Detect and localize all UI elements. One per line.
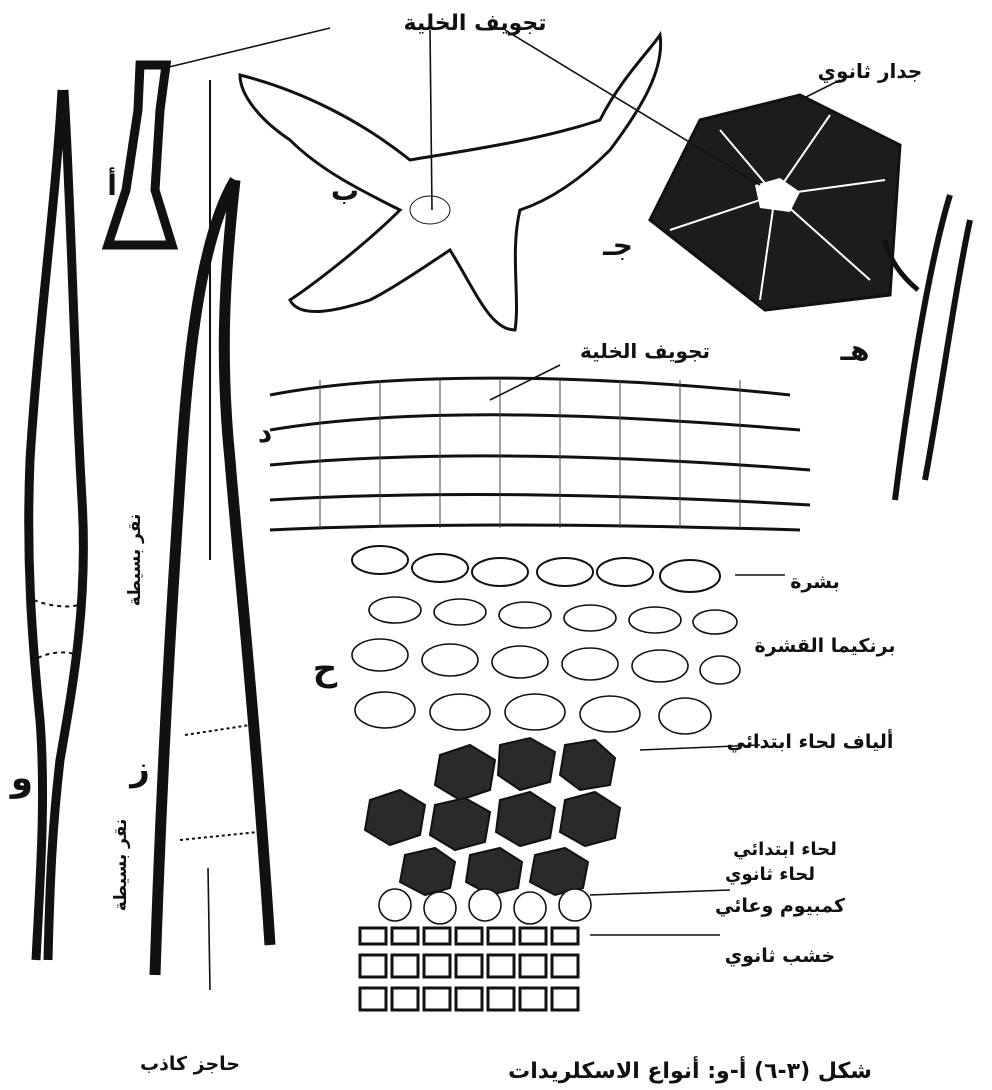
letter-z: ز <box>128 749 150 789</box>
letter-w: و <box>9 758 33 799</box>
label-simple-pit-1: نقر بسيطة <box>125 514 145 607</box>
label-epidermis: بشرة <box>790 571 840 593</box>
fiber-w <box>29 90 84 960</box>
sclereid-h <box>885 195 970 500</box>
label-cell-lumen-top: تجويف الخلية <box>404 11 547 36</box>
letter-d: د <box>258 416 272 449</box>
letter-j: جـ <box>602 229 633 262</box>
sclereid-a <box>108 65 172 245</box>
tissue-hh <box>352 546 740 1010</box>
fiber-z <box>155 180 270 975</box>
label-simple-pit-2: نقر بسيطة <box>111 819 131 912</box>
letter-a: أ <box>107 167 117 202</box>
label-cortex-parenchyma: برنكيما القشرة <box>754 635 895 657</box>
label-secondary-wall: جدار ثانوي <box>818 59 923 84</box>
letter-h: هـ <box>840 334 870 367</box>
figure-caption: شكل (٣-٦) أ-و: أنواع الاسكلريدات <box>508 1055 872 1084</box>
label-secondary-phloem: لحاء ثانوي <box>725 864 815 885</box>
letter-b: ب <box>331 174 359 207</box>
sclereid-b <box>240 35 661 330</box>
label-false-septum: حاجز كاذب <box>140 1053 240 1075</box>
label-primary-phloem-fibers: ألياف لحاء ابتدائي <box>727 729 894 753</box>
tissue-d <box>270 378 810 530</box>
sclereid-j <box>650 95 900 310</box>
label-secondary-xylem: خشب ثانوي <box>725 945 835 968</box>
label-primary-phloem: لحاء ابتدائي <box>733 839 837 860</box>
label-cell-lumen-mid: تجويف الخلية <box>580 339 710 363</box>
label-cambium: كمبيوم وعائي <box>715 895 846 917</box>
letter-hh: ح <box>313 649 338 689</box>
